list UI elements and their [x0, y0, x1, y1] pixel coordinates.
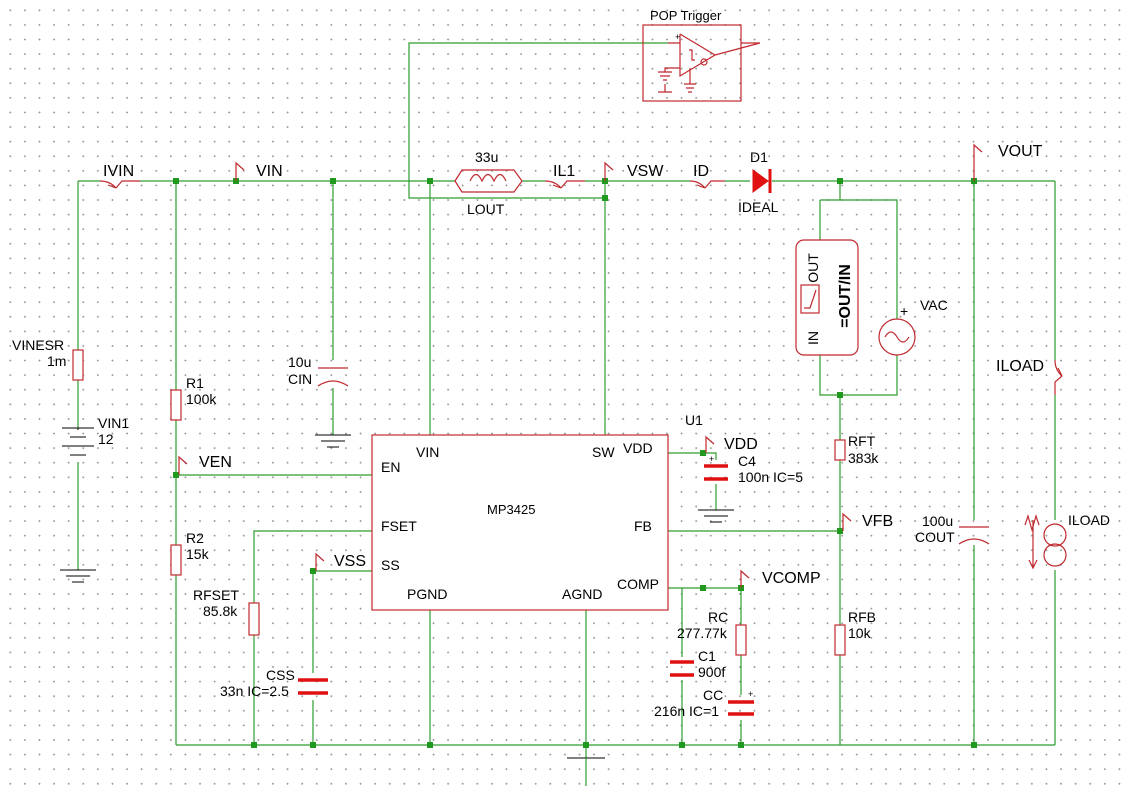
capacitor-cout[interactable]	[958, 526, 990, 545]
r1-name: R1	[186, 375, 204, 391]
ic-pin-ss: SS	[381, 557, 400, 573]
lout-value: 33u	[475, 149, 498, 165]
labels: POP Trigger IVIN VIN IL1 VSW ID VOUT ILO…	[12, 8, 1110, 719]
iload-name: ILOAD	[1068, 512, 1110, 528]
probe-label-vout: VOUT	[998, 143, 1043, 160]
voltage-source-vin1[interactable]	[62, 427, 94, 456]
ic-pin-fb: FB	[634, 518, 652, 534]
ic-pin-vin: VIN	[416, 444, 439, 460]
resistor-r2[interactable]	[170, 544, 182, 576]
d1-name: D1	[750, 149, 768, 165]
capacitor-cin[interactable]	[317, 367, 349, 387]
resistor-rfb[interactable]	[834, 624, 846, 656]
ic-pin-agnd: AGND	[562, 586, 602, 602]
probe-label-ivin: IVIN	[103, 163, 134, 180]
current-probe-il1[interactable]	[544, 180, 585, 189]
wires	[77, 42, 1056, 758]
cc-name: CC	[703, 687, 723, 703]
ground-main	[567, 757, 605, 786]
ic-pin-pgnd: PGND	[407, 586, 447, 602]
ground-cin	[315, 434, 351, 448]
ic-pin-en: EN	[381, 459, 400, 475]
ic-mp3425[interactable]	[371, 434, 669, 611]
rc-value: 277.77k	[677, 625, 728, 641]
rc-name: RC	[708, 609, 728, 625]
pop-trigger-label: POP Trigger	[650, 8, 722, 23]
probe-label-il1: IL1	[553, 163, 575, 180]
rfset-name: RFSET	[193, 587, 239, 603]
resistor-rft[interactable]	[834, 439, 846, 461]
voltage-probe-flags	[178, 143, 983, 588]
ground-c4	[698, 509, 734, 523]
current-probe-iload[interactable]	[1054, 359, 1063, 395]
probe-label-ven: VEN	[199, 454, 232, 471]
vinesr-name: VINESR	[12, 337, 64, 353]
svg-text:+: +	[709, 454, 714, 464]
r1-value: 100k	[186, 391, 217, 407]
vinesr-value: 1m	[47, 353, 66, 369]
ic-pin-sw: SW	[592, 444, 615, 460]
rfb-value: 10k	[848, 625, 872, 641]
ac-source-vac[interactable]	[878, 318, 916, 356]
probe-label-iload: ILOAD	[996, 358, 1044, 375]
rft-name: RFT	[848, 433, 876, 449]
ic-ref: U1	[685, 412, 703, 428]
probe-label-vfb: VFB	[862, 513, 893, 530]
capacitor-c4[interactable]: +	[704, 454, 728, 481]
probe-label-vcomp: VCOMP	[762, 570, 821, 587]
pop-trigger-block[interactable]: +	[642, 24, 761, 102]
probe-label-vss: VSS	[334, 553, 366, 570]
c1-value: 900f	[698, 664, 725, 680]
func-block-expression: =OUT/IN	[837, 264, 854, 328]
ground-vin1	[60, 569, 96, 583]
cout-name: COUT	[915, 529, 955, 545]
resistor-rfset[interactable]	[248, 602, 260, 636]
css-value: 33n IC=2.5	[220, 683, 289, 699]
func-block-in-pin: IN	[805, 331, 821, 345]
vin1-value: 12	[98, 431, 114, 447]
probe-label-vsw: VSW	[627, 163, 664, 180]
probe-label-id: ID	[693, 163, 709, 180]
function-block[interactable]	[795, 239, 859, 356]
c4-name: C4	[738, 453, 756, 469]
capacitor-cc[interactable]: +	[728, 689, 754, 716]
ic-pin-fset: FSET	[381, 518, 417, 534]
svg-text:+: +	[675, 32, 680, 42]
ic-part-name: MP3425	[487, 502, 535, 517]
current-probe-id[interactable]	[689, 180, 725, 189]
capacitor-css[interactable]	[298, 678, 328, 695]
lout-name: LOUT	[467, 201, 505, 217]
probe-label-vdd: VDD	[724, 436, 758, 453]
resistor-rc[interactable]	[735, 624, 747, 656]
inductor-lout[interactable]	[454, 169, 523, 193]
css-name: CSS	[266, 667, 295, 683]
ic-pin-comp: COMP	[617, 576, 659, 592]
resistor-r1[interactable]	[170, 389, 182, 421]
vin1-name: VIN1	[98, 415, 129, 431]
rft-value: 383k	[848, 450, 879, 466]
cout-value: 100u	[922, 513, 953, 529]
resistor-vinesr[interactable]	[72, 349, 84, 381]
rfb-name: RFB	[848, 609, 876, 625]
cin-name: CIN	[288, 371, 312, 387]
cc-value: 216n IC=1	[654, 703, 719, 719]
ic-pin-vdd: VDD	[623, 440, 653, 456]
current-probe-ivin[interactable]	[99, 180, 140, 189]
r2-value: 15k	[186, 546, 210, 562]
r2-name: R2	[186, 530, 204, 546]
current-source-iload[interactable]	[1024, 513, 1067, 570]
svg-text:+: +	[748, 689, 753, 699]
rfset-value: 85.8k	[203, 603, 238, 619]
cin-value: 10u	[288, 354, 311, 370]
c1-name: C1	[698, 648, 716, 664]
diode-d1[interactable]	[752, 169, 772, 193]
capacitor-c1[interactable]	[670, 660, 694, 677]
d1-value: IDEAL	[738, 199, 779, 215]
probe-label-vin: VIN	[256, 163, 283, 180]
func-block-out-pin: OUT	[805, 253, 821, 283]
vac-plus: +	[900, 303, 908, 319]
vac-name: VAC	[920, 297, 948, 313]
c4-value: 100n IC=5	[738, 469, 803, 485]
